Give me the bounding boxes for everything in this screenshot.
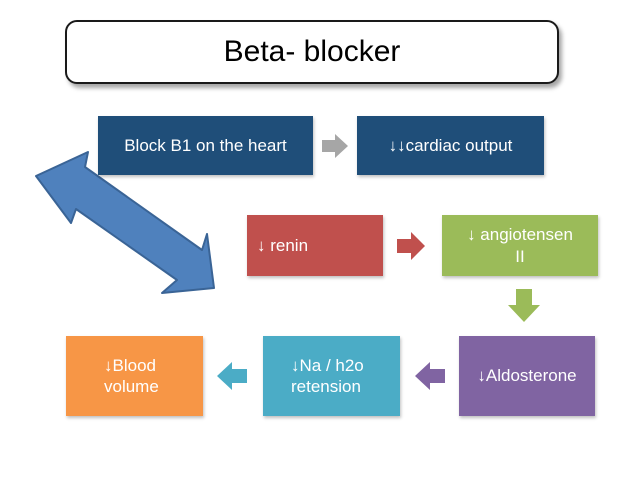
angiotensin-label-line1: ↓ angiotensen [467,225,573,245]
renin-box: ↓ renin [247,215,383,276]
cardiac-output-box: ↓↓cardiac output [357,116,544,175]
renin-label: ↓ renin [257,235,309,255]
angiotensin-label-line2: II [515,246,525,266]
sodium-water-box: ↓Na / h2o retension [263,336,400,416]
angiotensin-text: ↓ angiotensen II [467,224,573,267]
aldosterone-label: ↓Aldosterone [477,366,577,386]
sodium-water-label-line1: ↓Na / h2o [291,355,364,375]
red-arrow-right-icon [397,232,425,260]
aldosterone-box: ↓Aldosterone [459,336,595,416]
blood-volume-label-line2: volume [104,377,159,396]
blood-volume-text: ↓Blood volume [104,355,159,398]
cyan-arrow-left-icon [217,362,247,390]
gray-arrow-right-icon [322,134,348,158]
cardiac-output-label: ↓↓cardiac output [388,135,513,155]
block-b1-label: Block B1 on the heart [124,135,287,155]
block-b1-box: Block B1 on the heart [98,116,313,175]
sodium-water-label-line2: retension [291,377,361,396]
diagram-title: Beta- blocker [223,35,401,68]
sodium-water-text: ↓Na / h2o retension [291,355,364,398]
feedback-double-arrow-icon [35,151,215,294]
purple-arrow-left-icon [415,362,445,390]
title-box: Beta- blocker [65,20,559,84]
green-arrow-down-icon [508,289,540,322]
blood-volume-label-line1: ↓Blood [104,355,156,375]
angiotensin-box: ↓ angiotensen II [442,215,598,276]
blood-volume-box: ↓Blood volume [66,336,203,416]
